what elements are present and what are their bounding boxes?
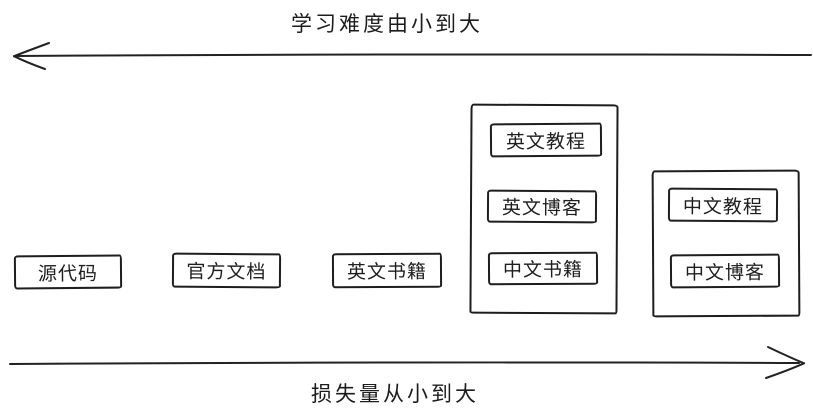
box-chinese-tutorial-label: 中文教程 [682, 195, 764, 218]
box-official-docs: 官方文档 [171, 252, 282, 289]
box-official-docs-label: 官方文档 [186, 260, 267, 284]
arrowhead-left-icon [13, 42, 50, 58]
box-source-code: 源代码 [13, 254, 123, 290]
loss-axis-label: 损失量从小到大 [311, 382, 479, 406]
arrowhead-right-icon [767, 346, 805, 365]
box-english-books: 英文书籍 [331, 252, 443, 289]
box-english-books-label: 英文书籍 [346, 260, 428, 284]
arrow-shaft [15, 53, 812, 57]
box-chinese-blog-label: 中文博客 [684, 261, 766, 284]
arrowhead-right-icon [765, 362, 805, 379]
box-chinese-book-label: 中文书籍 [502, 258, 584, 282]
difficulty-arrow-left [13, 42, 812, 70]
box-chinese-book: 中文书籍 [487, 251, 599, 286]
box-english-blog-label: 英文博客 [501, 196, 583, 220]
arrowhead-left-icon [13, 55, 46, 70]
loss-arrow-right [9, 346, 805, 379]
box-chinese-blog: 中文博客 [669, 253, 781, 289]
arrow-shaft [9, 361, 800, 365]
box-english-blog: 英文博客 [486, 189, 598, 224]
box-english-tutorial: 英文教程 [489, 122, 603, 158]
box-source-code-label: 源代码 [37, 262, 99, 285]
box-english-tutorial-label: 英文教程 [505, 130, 587, 153]
box-chinese-tutorial: 中文教程 [667, 187, 779, 223]
difficulty-axis-label: 学习难度由小到大 [291, 12, 483, 36]
